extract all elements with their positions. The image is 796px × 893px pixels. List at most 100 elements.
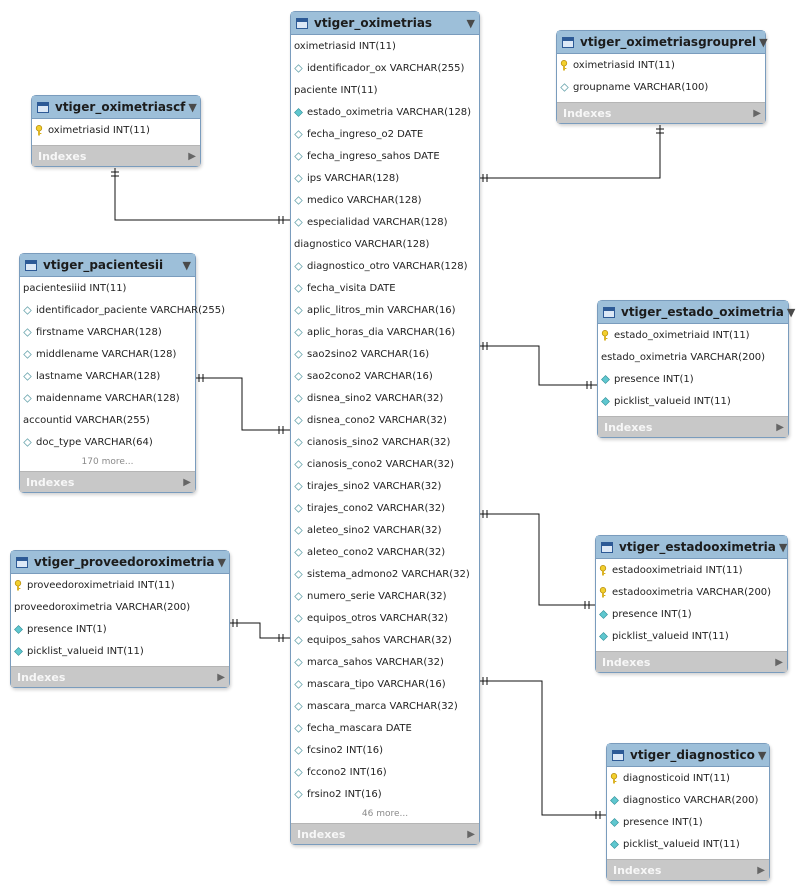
column-row[interactable]: medico VARCHAR(128) [291, 189, 479, 211]
column-row[interactable]: estado_oximetria VARCHAR(128) [291, 101, 479, 123]
collapse-toggle-icon[interactable]: ▼ [182, 258, 191, 272]
column-row[interactable]: firstname VARCHAR(128) [20, 321, 195, 343]
table-diagnostico[interactable]: vtiger_diagnostico▼diagnosticoid INT(11)… [606, 743, 770, 881]
column-row[interactable]: estado_oximetriaid INT(11) [598, 324, 788, 346]
table-oximetriascf[interactable]: vtiger_oximetriascf▼oximetriasid INT(11)… [31, 95, 201, 167]
table-header[interactable]: vtiger_oximetriascf▼ [32, 96, 200, 119]
column-row[interactable]: pacientesiiid INT(11) [20, 277, 195, 299]
column-row[interactable]: aplic_horas_dia VARCHAR(16) [291, 321, 479, 343]
collapse-toggle-icon[interactable]: ▼ [466, 16, 475, 30]
indexes-expand-icon[interactable]: ▶ [467, 828, 475, 840]
indexes-expand-icon[interactable]: ▶ [753, 107, 761, 119]
column-row[interactable]: diagnostico_otro VARCHAR(128) [291, 255, 479, 277]
column-row[interactable]: aplic_litros_min VARCHAR(16) [291, 299, 479, 321]
column-row[interactable]: picklist_valueid INT(11) [598, 390, 788, 412]
indexes-expand-icon[interactable]: ▶ [776, 421, 784, 433]
column-row[interactable]: identificador_ox VARCHAR(255) [291, 57, 479, 79]
column-row[interactable]: ips VARCHAR(128) [291, 167, 479, 189]
column-row[interactable]: accountid VARCHAR(255) [20, 409, 195, 431]
collapse-toggle-icon[interactable]: ▼ [757, 748, 767, 762]
more-columns-link[interactable]: 46 more... [361, 809, 409, 819]
table-header[interactable]: vtiger_oximetrias▼ [291, 12, 479, 35]
table-proveedoroximetria[interactable]: vtiger_proveedoroximetria▼proveedoroxime… [10, 550, 230, 688]
column-row[interactable]: presence INT(1) [11, 618, 229, 640]
column-row[interactable]: fecha_ingreso_sahos DATE [291, 145, 479, 167]
column-row[interactable]: picklist_valueid INT(11) [607, 833, 769, 855]
indexes-section[interactable]: Indexes▶ [32, 145, 200, 166]
collapse-toggle-icon[interactable]: ▼ [759, 35, 768, 49]
column-row[interactable]: identificador_paciente VARCHAR(255) [20, 299, 225, 321]
collapse-toggle-icon[interactable]: ▼ [217, 555, 226, 569]
table-header[interactable]: vtiger_oximetriasgrouprel▼ [557, 31, 768, 54]
column-row[interactable]: fecha_visita DATE [291, 277, 479, 299]
column-row[interactable]: cianosis_cono2 VARCHAR(32) [291, 453, 479, 475]
table-header[interactable]: vtiger_proveedoroximetria▼ [11, 551, 229, 574]
column-row[interactable]: fcsino2 INT(16) [291, 739, 479, 761]
column-row[interactable]: cianosis_sino2 VARCHAR(32) [291, 431, 479, 453]
indexes-section[interactable]: Indexes▶ [607, 859, 769, 880]
indexes-section[interactable]: Indexes▶ [557, 102, 765, 123]
table-header[interactable]: vtiger_estadooximetria▼ [596, 536, 787, 559]
column-row[interactable]: oximetriasid INT(11) [291, 35, 479, 57]
column-row[interactable]: equipos_sahos VARCHAR(32) [291, 629, 479, 651]
column-row[interactable]: estado_oximetria VARCHAR(200) [598, 346, 788, 368]
column-row[interactable]: maidenname VARCHAR(128) [20, 387, 195, 409]
indexes-expand-icon[interactable]: ▶ [217, 671, 225, 683]
column-row[interactable]: proveedoroximetria VARCHAR(200) [11, 596, 229, 618]
column-row[interactable]: disnea_sino2 VARCHAR(32) [291, 387, 479, 409]
column-row[interactable]: numero_serie VARCHAR(32) [291, 585, 479, 607]
collapse-toggle-icon[interactable]: ▼ [778, 540, 788, 554]
column-row[interactable]: marca_sahos VARCHAR(32) [291, 651, 479, 673]
table-header[interactable]: vtiger_estado_oximetria▼ [598, 301, 795, 324]
indexes-expand-icon[interactable]: ▶ [757, 864, 765, 876]
column-row[interactable]: especialidad VARCHAR(128) [291, 211, 479, 233]
column-row[interactable]: paciente INT(11) [291, 79, 479, 101]
table-estadooximetria[interactable]: vtiger_estadooximetria▼estadooximetriaid… [595, 535, 788, 673]
indexes-expand-icon[interactable]: ▶ [183, 476, 191, 488]
indexes-section[interactable]: Indexes▶ [596, 651, 787, 672]
column-row[interactable]: picklist_valueid INT(11) [11, 640, 229, 662]
column-row[interactable]: oximetriasid INT(11) [557, 54, 765, 76]
column-row[interactable]: fecha_mascara DATE [291, 717, 479, 739]
column-row[interactable]: mascara_marca VARCHAR(32) [291, 695, 479, 717]
collapse-toggle-icon[interactable]: ▼ [188, 100, 197, 114]
column-row[interactable]: diagnostico VARCHAR(128) [291, 233, 479, 255]
table-pacientesii[interactable]: vtiger_pacientesii▼pacientesiiid INT(11)… [19, 253, 225, 493]
column-row[interactable]: proveedoroximetriaid INT(11) [11, 574, 229, 596]
column-row[interactable]: presence INT(1) [596, 603, 787, 625]
column-row[interactable]: frsino2 INT(16) [291, 783, 479, 805]
column-row[interactable]: estadooximetriaid INT(11) [596, 559, 787, 581]
table-header[interactable]: vtiger_diagnostico▼ [607, 744, 769, 767]
table-header[interactable]: vtiger_pacientesii▼ [20, 254, 195, 277]
column-row[interactable]: mascara_tipo VARCHAR(16) [291, 673, 479, 695]
more-columns-link[interactable]: 170 more... [81, 457, 134, 467]
indexes-section[interactable]: Indexes▶ [598, 416, 788, 437]
column-row[interactable]: tirajes_cono2 VARCHAR(32) [291, 497, 479, 519]
column-row[interactable]: sao2cono2 VARCHAR(16) [291, 365, 479, 387]
column-row[interactable]: oximetriasid INT(11) [32, 119, 200, 141]
column-row[interactable]: diagnosticoid INT(11) [607, 767, 769, 789]
indexes-expand-icon[interactable]: ▶ [188, 150, 196, 162]
column-row[interactable]: aleteo_sino2 VARCHAR(32) [291, 519, 479, 541]
table-estado_oximetria[interactable]: vtiger_estado_oximetria▼estado_oximetria… [597, 300, 795, 438]
table-oximetrias[interactable]: vtiger_oximetrias▼oximetriasid INT(11)id… [290, 11, 480, 845]
column-row[interactable]: sistema_admono2 VARCHAR(32) [291, 563, 479, 585]
column-row[interactable]: aleteo_cono2 VARCHAR(32) [291, 541, 479, 563]
indexes-section[interactable]: Indexes▶ [11, 666, 229, 687]
column-row[interactable]: fccono2 INT(16) [291, 761, 479, 783]
column-row[interactable]: groupname VARCHAR(100) [557, 76, 765, 98]
column-row[interactable]: diagnostico VARCHAR(200) [607, 789, 769, 811]
column-row[interactable]: sao2sino2 VARCHAR(16) [291, 343, 479, 365]
column-row[interactable]: disnea_cono2 VARCHAR(32) [291, 409, 479, 431]
column-row[interactable]: picklist_valueid INT(11) [596, 625, 787, 647]
column-row[interactable]: middlename VARCHAR(128) [20, 343, 195, 365]
column-row[interactable]: estadooximetria VARCHAR(200) [596, 581, 787, 603]
indexes-section[interactable]: Indexes▶ [291, 823, 479, 844]
column-row[interactable]: doc_type VARCHAR(64) [20, 431, 195, 453]
table-oximetriasgrouprel[interactable]: vtiger_oximetriasgrouprel▼oximetriasid I… [556, 30, 768, 124]
indexes-expand-icon[interactable]: ▶ [775, 656, 783, 668]
indexes-section[interactable]: Indexes▶ [20, 471, 195, 492]
column-row[interactable]: lastname VARCHAR(128) [20, 365, 195, 387]
column-row[interactable]: presence INT(1) [598, 368, 788, 390]
collapse-toggle-icon[interactable]: ▼ [786, 305, 796, 319]
